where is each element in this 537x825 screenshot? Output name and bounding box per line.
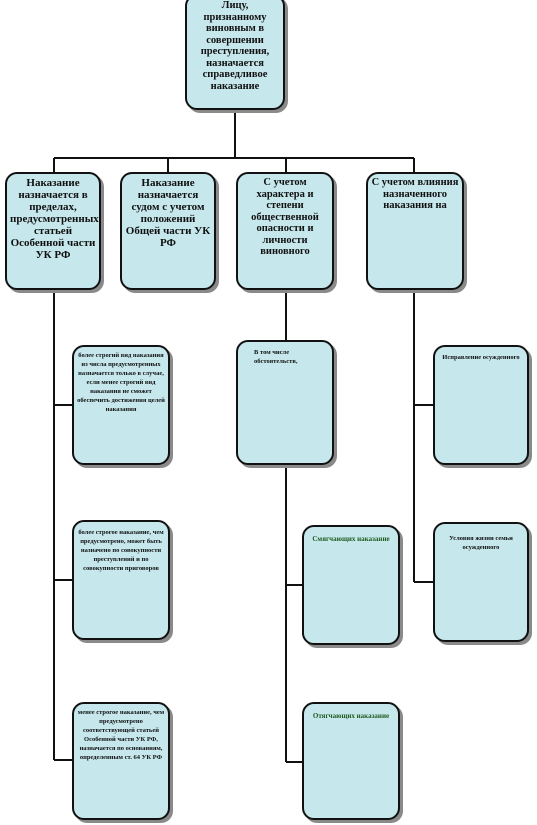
grandchild-box-mitigating: Смягчающих наказание	[302, 525, 400, 645]
child-box-circumstances: В том числе обстоятельств,	[236, 340, 334, 465]
root-label: Лицу, признанному виновным в совершении …	[200, 0, 270, 92]
branch-box-danger-personality: С учетом характера и степени общественно…	[236, 172, 334, 290]
child-box-family-conditions: Условия жизни семьи осужденного	[433, 522, 529, 642]
child-box-stricter-type: более строгий вид наказания из числа пре…	[72, 345, 170, 465]
grandchild-label: Отягчающих наказание	[312, 712, 390, 720]
child-label: Условия жизни семьи осужденного	[449, 535, 513, 551]
child-label: более строгий вид наказания из числа пре…	[77, 352, 165, 413]
branch-label: С учетом влияния назначенного наказания …	[371, 177, 459, 211]
branch-label: С учетом характера и степени общественно…	[251, 177, 319, 257]
grandchild-box-aggravating: Отягчающих наказание	[302, 702, 400, 820]
child-label: Исправление осужденного	[442, 354, 520, 361]
branch-box-general-part: Наказание назначается судом с учетом пол…	[120, 172, 216, 290]
child-box-stricter-aggregate: более строгое наказание, чем предусмотре…	[72, 520, 170, 640]
branch-label: Наказание назначается судом с учетом пол…	[125, 177, 211, 249]
branch-box-sentence-limits: Наказание назначается в пределах, предус…	[5, 172, 101, 290]
child-label: В том числе обстоятельств,	[254, 349, 298, 365]
child-box-milder-art64: менее строгое наказание, чем предусмотре…	[72, 702, 170, 820]
root-box: Лицу, признанному виновным в совершении …	[185, 0, 285, 110]
child-box-correction: Исправление осужденного	[433, 345, 529, 465]
grandchild-label: Смягчающих наказание	[312, 535, 390, 543]
child-label: менее строгое наказание, чем предусмотре…	[77, 709, 165, 761]
child-label: более строгое наказание, чем предусмотре…	[78, 529, 164, 572]
branch-box-influence: С учетом влияния назначенного наказания …	[366, 172, 464, 290]
branch-label: Наказание назначается в пределах, предус…	[10, 177, 99, 261]
